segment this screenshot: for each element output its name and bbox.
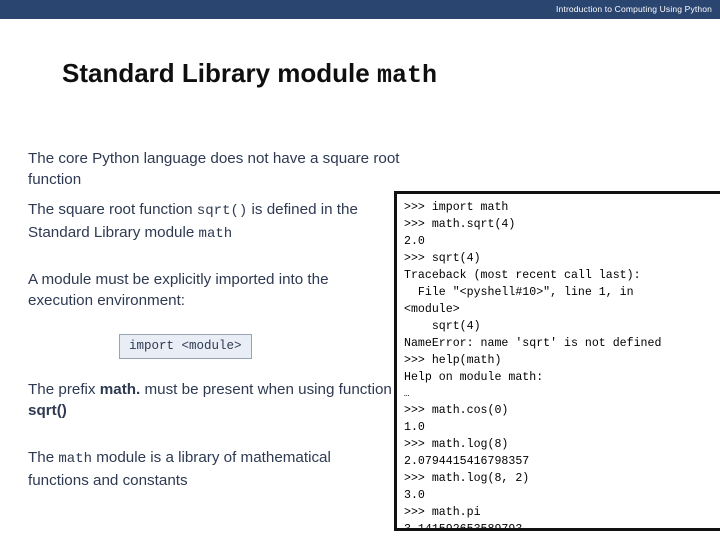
p2-code-sqrt: sqrt()	[196, 203, 248, 219]
shell-line: >>> sqrt(4)	[404, 251, 481, 265]
shell-line: Help on module math:	[404, 370, 544, 384]
shell-line: >>> math.pi	[404, 506, 481, 520]
shell-line: 3.141592653589793	[404, 523, 523, 531]
code-snippet-import-module: import <module>	[119, 334, 252, 359]
shell-line: <module>	[404, 302, 460, 316]
p2-text-b: is defined in the Standard Library modul…	[28, 201, 358, 241]
shell-line: NameError: name 'sqrt' is not defined	[404, 336, 662, 350]
shell-line: >>> math.sqrt(4)	[404, 217, 516, 231]
p5-text-b: module is a library of mathematical func…	[28, 449, 331, 489]
shell-line: >>> math.cos(0)	[404, 404, 509, 418]
page-title-prefix: Standard Library module	[62, 58, 377, 88]
shell-line: >>> import math	[404, 201, 509, 214]
paragraph-sqrt-defined: The square root function sqrt() is defin…	[28, 199, 396, 245]
page-title-mono: math	[376, 61, 437, 90]
shell-line: 2.0794415416798357	[404, 455, 530, 469]
top-banner: Introduction to Computing Using Python	[0, 0, 720, 19]
banner-title: Introduction to Computing Using Python	[556, 4, 712, 14]
paragraph-prefix-required: The prefix math. must be present when us…	[28, 379, 394, 421]
page-title: Standard Library module math	[62, 58, 437, 90]
p4-text-a: The prefix	[28, 381, 100, 398]
shell-line: sqrt(4)	[404, 319, 481, 333]
python-shell-output: >>> import math >>> math.sqrt(4) 2.0 >>> sq…	[397, 194, 720, 531]
paragraph-import-required: A module must be explicitly imported int…	[28, 271, 329, 309]
shell-line: 2.0	[404, 234, 425, 248]
p4-bold-math-prefix: math.	[99, 381, 141, 398]
p5-code-math: math	[58, 451, 92, 467]
shell-line: 1.0	[404, 421, 425, 435]
python-shell-panel: >>> import math >>> math.sqrt(4) 2.0 >>> sq…	[394, 191, 720, 531]
shell-line: …	[404, 389, 410, 400]
shell-line: >>> help(math)	[404, 353, 502, 367]
shell-line: 3.0	[404, 489, 425, 503]
shell-line: >>> math.log(8, 2)	[404, 472, 530, 486]
p4-bold-sqrt: sqrt()	[28, 402, 67, 419]
p2-text-a: The square root function	[28, 201, 197, 218]
shell-line: >>> math.log(8)	[404, 438, 509, 452]
paragraph-core-python: The core Python language does not have a…	[28, 150, 400, 188]
shell-line: File "<pyshell#10>", line 1, in	[404, 285, 634, 299]
paragraph-math-library: The math module is a library of mathemat…	[28, 447, 368, 491]
p4-text-b: must be present when using function	[140, 381, 392, 398]
p2-code-math: math	[198, 226, 233, 242]
shell-line: Traceback (most recent call last):	[404, 268, 641, 282]
p5-text-a: The	[28, 449, 59, 466]
